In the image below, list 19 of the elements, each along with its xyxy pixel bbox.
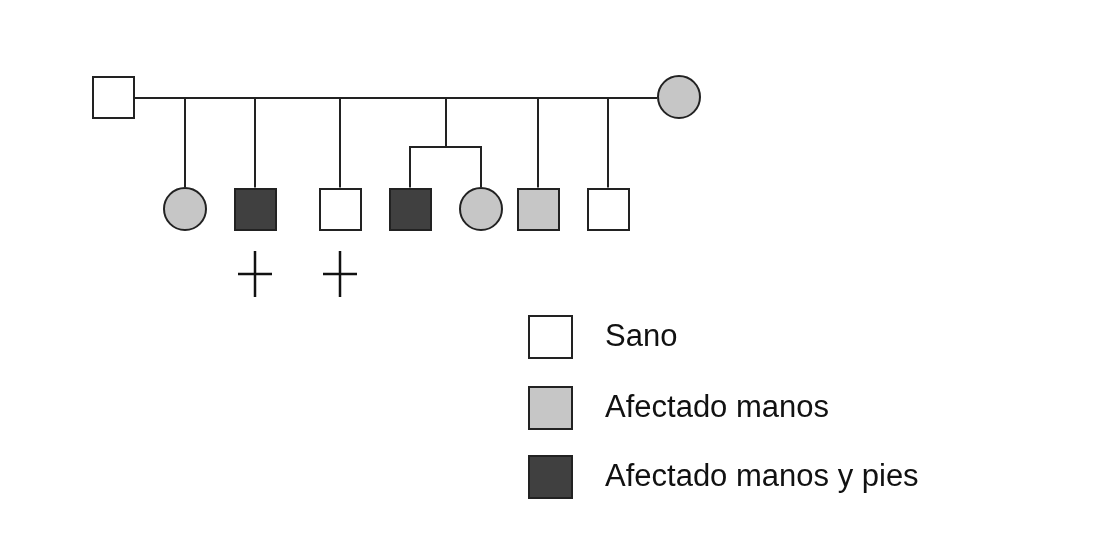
descent-line [184, 97, 186, 188]
legend-label: Sano [605, 318, 678, 354]
legend-label: Afectado manos [605, 389, 830, 425]
female-circle [657, 75, 701, 119]
female-circle [459, 187, 503, 231]
male-square [233, 187, 277, 231]
legend-label: Afectado manos y pies [605, 458, 919, 494]
male-square [318, 187, 362, 231]
male-square [388, 187, 432, 231]
descent-line [537, 97, 539, 189]
descent-line [445, 97, 482, 188]
female-circle [163, 187, 207, 231]
descent-line [254, 97, 256, 189]
descent-line [607, 97, 609, 189]
mating-line [133, 97, 658, 99]
male-square [91, 75, 135, 119]
descent-line [339, 97, 341, 189]
male-square [586, 187, 630, 231]
male-square [516, 187, 560, 231]
